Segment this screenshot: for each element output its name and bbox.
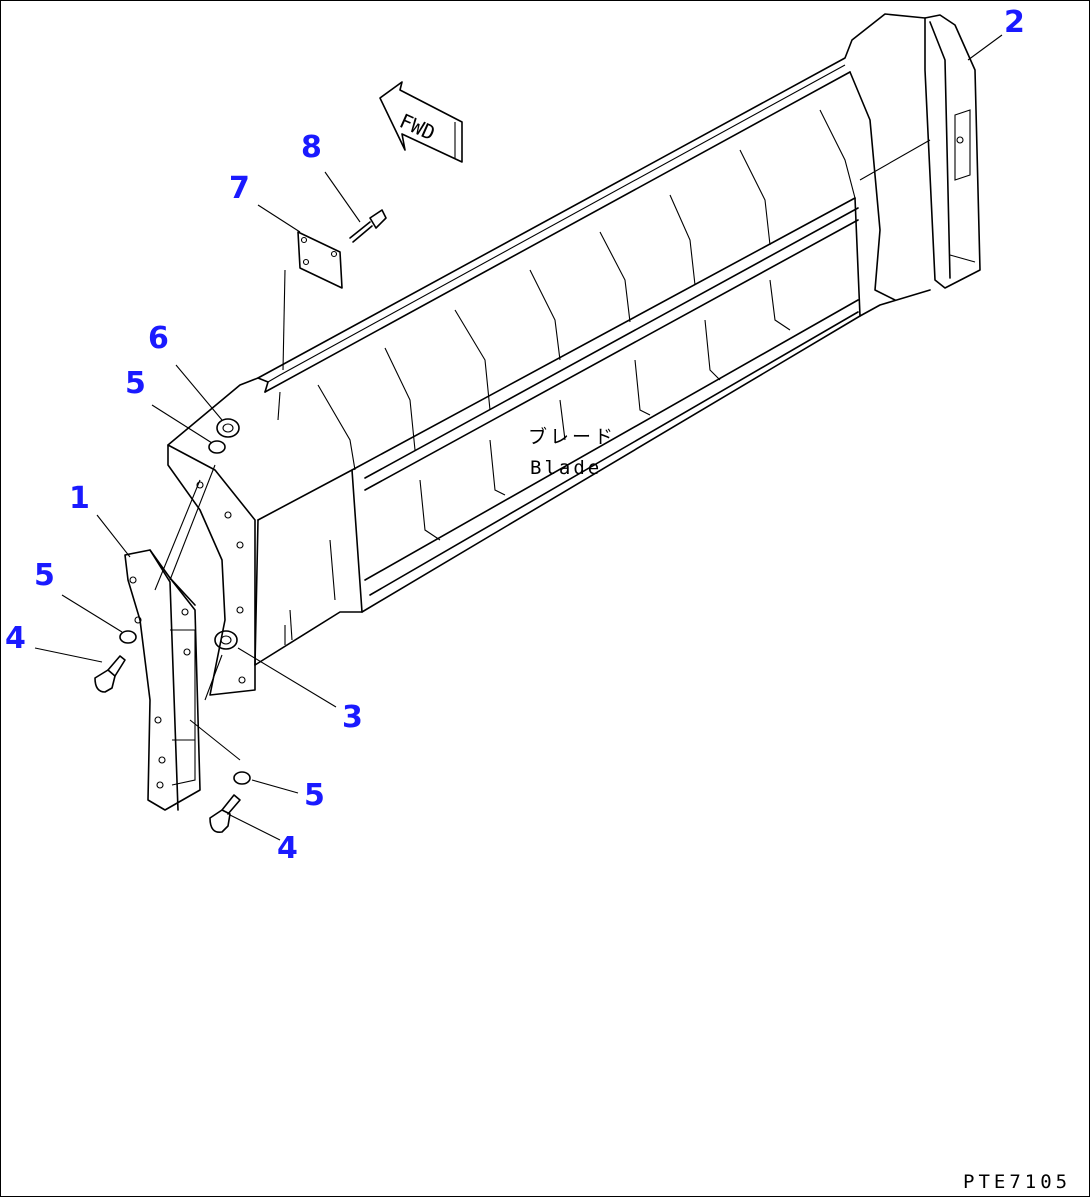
callout-3: 3 <box>342 700 363 735</box>
drawing-code: PTE7105 <box>963 1171 1071 1193</box>
callout-8: 8 <box>301 130 322 165</box>
callout-7: 7 <box>229 171 250 206</box>
callout-4-bottom: 4 <box>277 831 298 866</box>
callout-5-top: 5 <box>125 366 146 401</box>
blade-label-english: Blade <box>530 457 602 479</box>
callout-4-left: 4 <box>5 621 26 656</box>
bracket-part-1 <box>124 549 201 811</box>
right-end-plate <box>924 14 981 289</box>
callout-1: 1 <box>69 481 90 516</box>
callouts: 2 8 7 6 5 1 5 4 3 5 4 <box>5 5 1025 866</box>
leader-lines <box>34 34 1003 841</box>
left-mount-plate <box>167 444 256 696</box>
blade-label-japanese: ブレード <box>528 425 616 448</box>
callout-2: 2 <box>1004 5 1025 40</box>
callout-5-left: 5 <box>34 558 55 593</box>
fwd-arrow: FWD <box>379 81 463 163</box>
callout-6: 6 <box>148 321 169 356</box>
blade-body <box>167 13 931 666</box>
fasteners <box>94 209 387 834</box>
callout-5-bottom: 5 <box>304 778 325 813</box>
